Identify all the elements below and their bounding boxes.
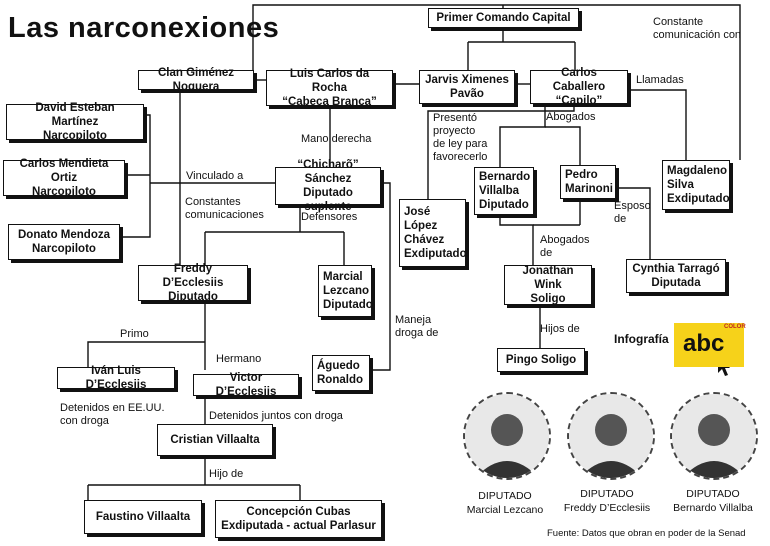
caption-role-marcial: DIPUTADO bbox=[478, 490, 532, 502]
node-marcial: Marcial Lezcano Diputado bbox=[318, 265, 373, 317]
infografia-label: Infografía bbox=[614, 332, 669, 346]
node-dasilva: Luis Carlos da Rocha “Cabeça Branca” bbox=[266, 68, 393, 108]
node-pcc: Primer Comando Capital bbox=[428, 8, 579, 28]
label-esposo: Esposo de bbox=[614, 200, 651, 225]
node-jose: José López Chávez Exdiputado bbox=[399, 199, 467, 267]
node-chicharo: “Chicharõ” Sánchez Diputado suplente bbox=[275, 159, 381, 213]
node-david: David Esteban Martínez Narcopiloto bbox=[6, 102, 144, 142]
label-llamadas: Llamadas bbox=[636, 74, 684, 86]
label-abogados: Abogados bbox=[546, 111, 596, 123]
label-mano-derecha: Mano derecha bbox=[301, 133, 372, 145]
label-hijos: Hijos de bbox=[540, 323, 580, 335]
caption-name-freddy: Freddy D’Ecclesiis bbox=[563, 502, 651, 514]
node-jarvis: Jarvis Ximenes Pavão bbox=[419, 70, 515, 104]
node-faustino: Faustino Villaalta bbox=[84, 500, 202, 534]
node-bernardo: Bernardo Villalba Diputado bbox=[474, 167, 534, 215]
abc-logo-sub: COLOR bbox=[724, 324, 746, 330]
label-abogados-de: Abogados de bbox=[540, 234, 590, 259]
caption-role-freddy: DIPUTADO bbox=[580, 488, 634, 500]
node-cristian: Cristian Villaalta bbox=[157, 424, 273, 456]
label-hijo: Hijo de bbox=[209, 468, 244, 480]
label-hermano: Hermano bbox=[216, 353, 262, 365]
label-defensores: Defensores bbox=[301, 211, 358, 223]
node-gimenez: Clan Giménez Noguera bbox=[138, 67, 254, 93]
portrait-bernardo bbox=[670, 392, 758, 480]
node-caballero: Carlos Caballero “Capilo” bbox=[530, 67, 628, 107]
caption-name-marcial: Marcial Lezcano bbox=[466, 504, 544, 516]
portrait-marcial bbox=[463, 392, 551, 480]
label-constantes: Constantes comunicaciones bbox=[185, 196, 264, 221]
label-maneja: Maneja droga de bbox=[395, 314, 439, 339]
node-aguedo: Águedo Ronaldo bbox=[312, 355, 370, 391]
person-photo-icon bbox=[672, 394, 756, 478]
caption-name-bernardo: Bernardo Villalba bbox=[673, 502, 753, 514]
caption-role-bernardo: DIPUTADO bbox=[686, 488, 740, 500]
label-detenidos-juntos: Detenidos juntos con droga bbox=[209, 410, 343, 422]
label-primo: Primo bbox=[120, 328, 149, 340]
portrait-freddy bbox=[567, 392, 655, 480]
node-cynthia: Cynthia Tarragó Diputada bbox=[626, 259, 726, 293]
person-photo-icon bbox=[569, 394, 653, 478]
label-detenidos-eeuu: Detenidos en EE.UU. con droga bbox=[60, 402, 165, 427]
abc-logo-word: abc bbox=[683, 330, 725, 357]
label-presento: Presentó proyecto de ley para favorecerl… bbox=[433, 112, 488, 163]
source-note: Fuente: Datos que obran en poder de la S… bbox=[547, 528, 746, 539]
node-pedro: Pedro Marinoni bbox=[560, 165, 616, 199]
node-jonathan: Jonathan Wink Soligo bbox=[504, 265, 592, 305]
label-vinculado: Vinculado a bbox=[186, 170, 244, 182]
page-title: Las narconexiones bbox=[8, 12, 280, 44]
node-pingo: Pingo Soligo bbox=[497, 348, 585, 372]
node-concepcion: Concepción Cubas Exdiputada - actual Par… bbox=[215, 500, 382, 538]
node-victor: Victor D’Ecclesiis bbox=[193, 372, 299, 398]
person-photo-icon bbox=[465, 394, 549, 478]
abc-logo bbox=[674, 323, 744, 367]
node-donato: Donato Mendoza Narcopiloto bbox=[8, 224, 120, 260]
label-constante: Constante comunicación con bbox=[653, 16, 742, 41]
node-magdaleno: Magdaleno Silva Exdiputado bbox=[662, 160, 730, 210]
node-ivan: Iván Luis D’Ecclesiis bbox=[57, 365, 175, 391]
node-freddy: Freddy D’Ecclesiis Diputado bbox=[138, 263, 248, 303]
node-carlos-mendieta: Carlos Mendieta Ortiz Narcopiloto bbox=[3, 158, 125, 198]
